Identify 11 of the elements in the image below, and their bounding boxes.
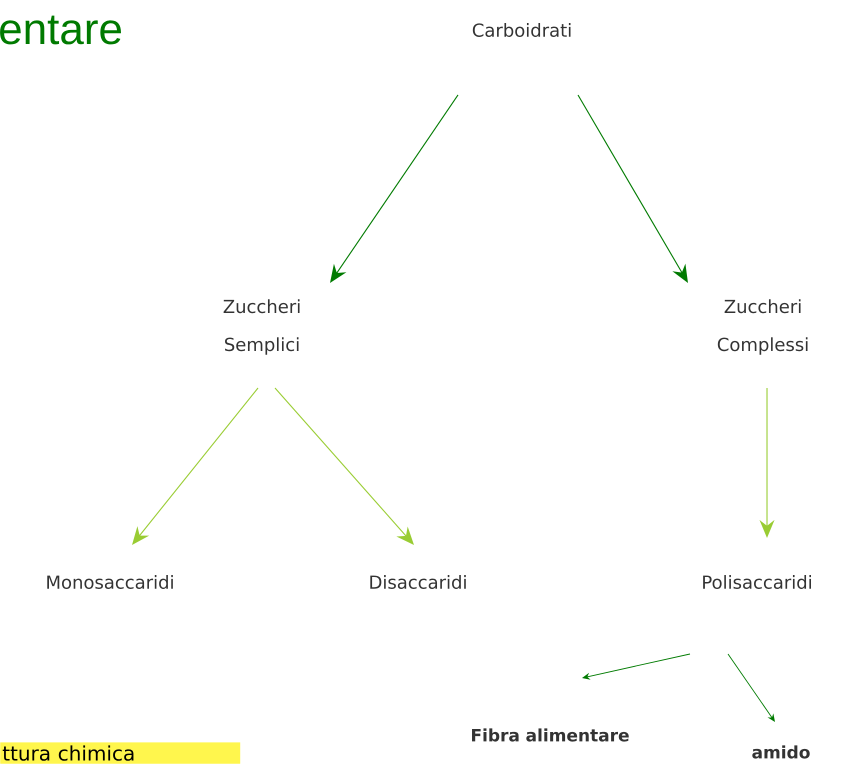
node-label: Carboidrati <box>472 23 570 37</box>
node-label: Disaccaridi <box>370 575 466 589</box>
arrow <box>728 654 775 722</box>
node-label: Zuccheri Semplici <box>224 299 300 355</box>
node-label: amido <box>752 745 810 759</box>
highlighted-note: ttura chimica <box>0 742 240 764</box>
node-label: Fibra alimentare <box>472 728 629 742</box>
node-label: Monosaccaridi <box>47 575 173 589</box>
title: entare <box>0 16 121 44</box>
node-label: Polisaccaridi <box>703 575 811 589</box>
node-label: Zuccheri Complessi <box>718 299 808 355</box>
